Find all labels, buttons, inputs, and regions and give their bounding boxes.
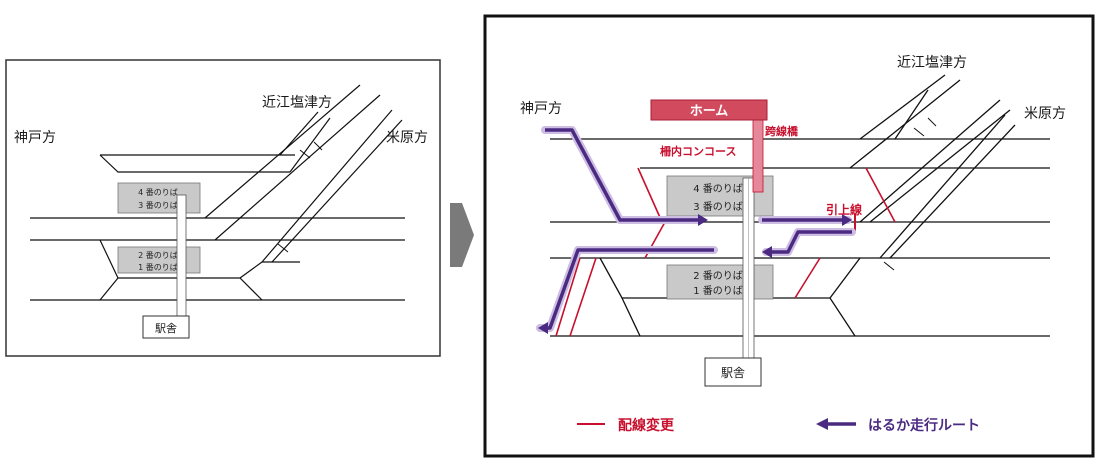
before-station-building-label: 駅舎 bbox=[155, 322, 177, 335]
before-platform-3-label: 3 番のりば bbox=[138, 200, 178, 210]
haruka-route bbox=[545, 128, 852, 330]
after-panel-frame bbox=[483, 14, 1095, 458]
after-oumi-direction: 近江塩津方 bbox=[897, 55, 967, 71]
before-platform-2-label: 2 番のりば bbox=[138, 250, 178, 260]
before-kobe-direction: 神戸方 bbox=[14, 130, 56, 146]
before-panel: 4 番のりば 3 番のりば 2 番のりば 1 番のりば 駅舎 神戸方 近江塩津方… bbox=[5, 59, 441, 357]
before-footbridge bbox=[176, 194, 187, 318]
after-maibara-direction: 米原方 bbox=[1024, 106, 1066, 122]
home-block bbox=[650, 99, 768, 121]
after-station-building bbox=[704, 357, 762, 387]
after-platform-2-label: 2 番のりば bbox=[693, 270, 743, 282]
home-label: ホーム bbox=[690, 104, 729, 119]
legend-route-label: はるか走行ルート bbox=[868, 417, 980, 434]
before-panel-frame bbox=[5, 59, 441, 357]
new-bridge bbox=[752, 119, 764, 193]
before-station-building bbox=[142, 315, 190, 339]
after-platform-3-label: 3 番のりば bbox=[693, 201, 743, 213]
before-platform-4-label: 4 番のりば bbox=[138, 187, 178, 197]
after-platform-1-2 bbox=[666, 264, 774, 300]
haruka-route-arrowheads bbox=[538, 214, 852, 334]
after-ticks bbox=[883, 117, 937, 271]
transition-arrow bbox=[450, 203, 474, 267]
after-station-building-label: 駅舎 bbox=[721, 366, 745, 380]
bridge-label: 跨線橋 bbox=[765, 124, 799, 138]
siding-label: 引上線 bbox=[826, 202, 862, 217]
after-platform-4-label: 4 番のりば bbox=[693, 183, 743, 195]
concourse-label: 柵内コンコース bbox=[660, 144, 736, 158]
before-oumi-direction: 近江塩津方 bbox=[262, 95, 332, 111]
before-ticks bbox=[277, 141, 323, 253]
legend-wiring-label: 配線変更 bbox=[618, 417, 675, 434]
after-platform-1-label: 1 番のりば bbox=[693, 285, 743, 297]
legend: 配線変更 はるか走行ルート bbox=[577, 417, 980, 434]
before-platform-1-label: 1 番のりば bbox=[138, 262, 178, 272]
after-kobe-direction: 神戸方 bbox=[520, 101, 562, 117]
after-panel: 4 番のりば 3 番のりば 2 番のりば 1 番のりば ホーム 駅舎 bbox=[483, 14, 1095, 458]
before-maibara-direction: 米原方 bbox=[386, 130, 428, 146]
